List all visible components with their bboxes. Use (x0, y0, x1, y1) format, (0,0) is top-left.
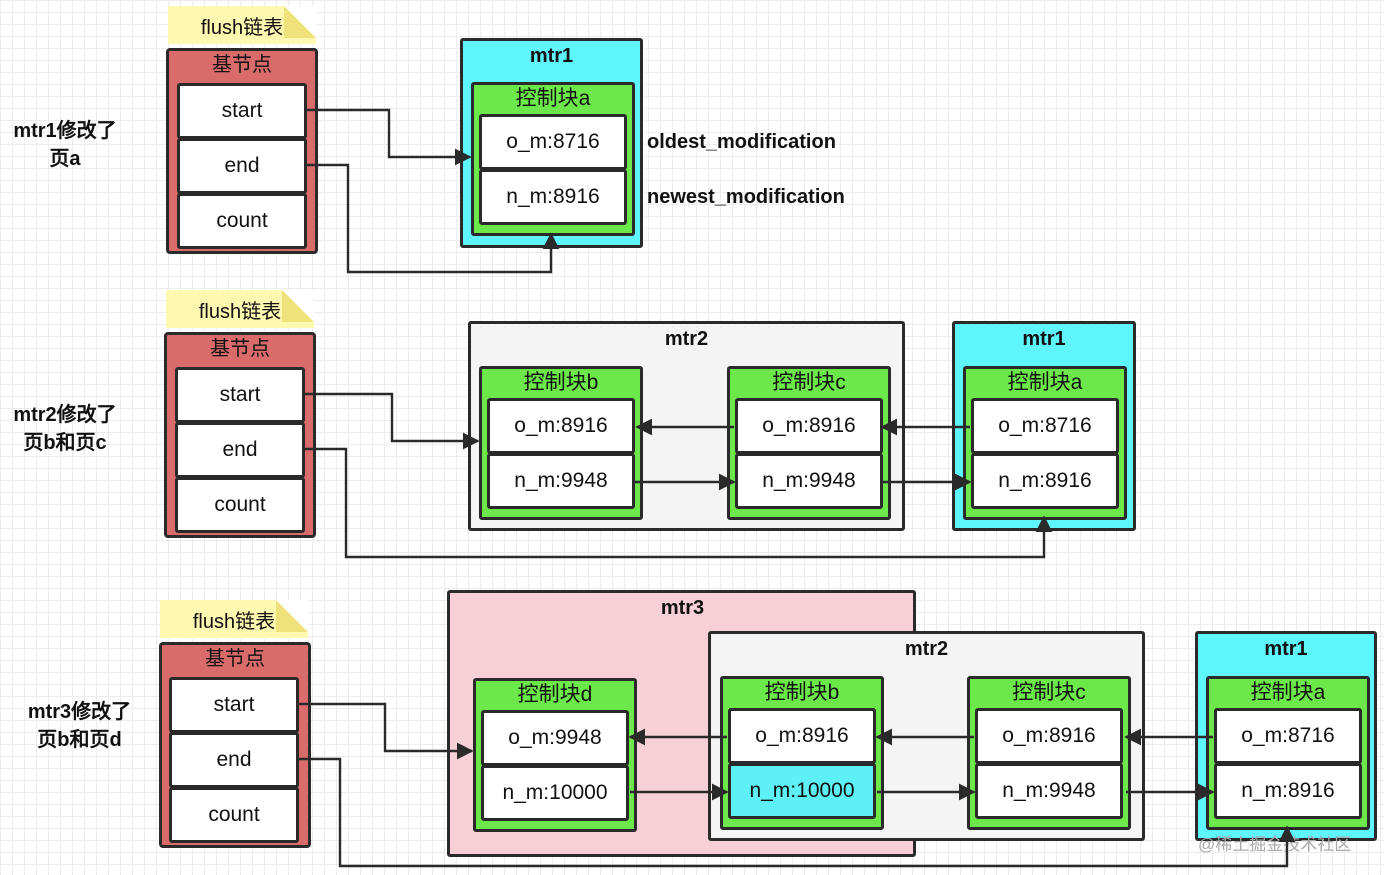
row3-mtr2-title: mtr2 (904, 638, 949, 660)
row2-mtr1-title: mtr1 (1022, 328, 1066, 350)
row3-start-cell: start (169, 677, 299, 733)
row1-label-line2: 页a (49, 148, 81, 170)
watermark: @稀土掘金技术社区 (1198, 835, 1352, 854)
row2-label-line1: mtr2修改了 (13, 404, 117, 426)
row3-block-c: 控制块c o_m:8916 n_m:9948 (967, 676, 1131, 830)
row1-label: mtr1修改了 页a (0, 117, 130, 173)
row3-block-b: 控制块b o_m:8916 n_m:10000 (720, 676, 884, 830)
row3-block-b-oldest: o_m:8916 (728, 708, 876, 764)
row3-block-a-newest: n_m:8916 (1214, 763, 1362, 819)
newest-modification-label: newest_modification (647, 186, 845, 208)
row3-base-node-title: 基节点 (205, 648, 265, 670)
row2-base-node: 基节点 start end count (164, 332, 316, 538)
row3-block-c-oldest: o_m:8916 (975, 708, 1123, 764)
row2-flush-note: flush链表 (166, 290, 314, 328)
row2-flush-note-text: flush链表 (198, 300, 282, 323)
row2-base-node-title: 基节点 (210, 338, 270, 360)
row2-block-b: 控制块b o_m:8916 n_m:9948 (479, 366, 643, 520)
row3-block-a-oldest: o_m:8716 (1214, 708, 1362, 764)
row2-mtr2-group: mtr2 控制块b o_m:8916 n_m:9948 控制块c o_m:891… (468, 321, 905, 531)
row3-block-b-title: 控制块b (764, 681, 840, 704)
row3-base-node: 基节点 start end count (159, 642, 311, 848)
row2-block-a-title: 控制块a (1007, 371, 1083, 394)
row2-label-line2: 页b和页c (23, 432, 107, 454)
row2-block-a-newest: n_m:8916 (971, 453, 1119, 509)
row1-mtr1-group: mtr1 控制块a o_m:8716 n_m:8916 (460, 38, 643, 248)
row1-start-cell: start (177, 83, 307, 139)
row3-block-d: 控制块d o_m:9948 n_m:10000 (473, 678, 637, 832)
row3-block-d-title: 控制块d (517, 683, 593, 706)
row3-block-c-title: 控制块c (1012, 681, 1086, 704)
row3-block-d-oldest: o_m:9948 (481, 710, 629, 766)
row1-end-cell: end (177, 138, 307, 194)
row2-start-cell: start (175, 367, 305, 423)
row3-label-line1: mtr3修改了 (27, 701, 132, 723)
row1-count-cell: count (177, 193, 307, 249)
row2-block-a: 控制块a o_m:8716 n_m:8916 (963, 366, 1127, 520)
row2-block-a-oldest: o_m:8716 (971, 398, 1119, 454)
row1-start-arrow (307, 108, 472, 166)
row3-mtr1-title: mtr1 (1264, 638, 1308, 660)
row1-flush-note-text: flush链表 (200, 16, 284, 39)
row3-label-line2: 页b和页d (37, 729, 122, 751)
row1-base-node: 基节点 start end count (166, 48, 318, 254)
oldest-modification-label: oldest_modification (647, 131, 836, 153)
row3-mtr1-group: mtr1 控制块a o_m:8716 n_m:8916 (1195, 631, 1377, 841)
row2-end-cell: end (175, 422, 305, 478)
row2-block-b-oldest: o_m:8916 (487, 398, 635, 454)
row1-block-a-newest: n_m:8916 (479, 169, 627, 225)
row1-block-a-oldest: o_m:8716 (479, 114, 627, 170)
row2-start-arrow (305, 392, 480, 450)
row3-count-cell: count (169, 787, 299, 843)
row3-mtr3-title: mtr3 (660, 597, 705, 619)
row3-end-cell: end (169, 732, 299, 788)
row2-mtr2-title: mtr2 (664, 328, 709, 350)
row1-flush-note: flush链表 (168, 6, 316, 44)
row2-block-c: 控制块c o_m:8916 n_m:9948 (727, 366, 891, 520)
row1-label-line1: mtr1修改了 (13, 120, 117, 142)
row3-block-d-newest: n_m:10000 (481, 765, 629, 821)
row1-base-node-title: 基节点 (212, 54, 272, 76)
note-fold-icon (284, 6, 316, 38)
row2-count-cell: count (175, 477, 305, 533)
row3-flush-note-text: flush链表 (192, 610, 276, 633)
row2-block-c-newest: n_m:9948 (735, 453, 883, 509)
row3-block-a: 控制块a o_m:8716 n_m:8916 (1206, 676, 1370, 830)
row3-block-c-newest: n_m:9948 (975, 763, 1123, 819)
row2-block-c-oldest: o_m:8916 (735, 398, 883, 454)
row2-label: mtr2修改了 页b和页c (0, 401, 130, 457)
row2-block-c-title: 控制块c (772, 371, 846, 394)
row3-block-a-title: 控制块a (1250, 681, 1326, 704)
row2-mtr1-group: mtr1 控制块a o_m:8716 n_m:8916 (952, 321, 1136, 531)
row1-block-a: 控制块a o_m:8716 n_m:8916 (471, 82, 635, 236)
row1-block-a-title: 控制块a (515, 87, 591, 110)
row3-label: mtr3修改了 页b和页d (12, 698, 147, 754)
row3-mtr2-group: mtr2 控制块b o_m:8916 n_m:10000 控制块c o_m:89… (708, 631, 1145, 841)
row3-flush-note: flush链表 (160, 600, 308, 638)
row3-block-b-newest: n_m:10000 (728, 763, 876, 819)
row2-block-b-newest: n_m:9948 (487, 453, 635, 509)
row1-mtr1-title: mtr1 (529, 45, 574, 67)
note-fold-icon (282, 290, 314, 322)
row2-block-b-title: 控制块b (523, 371, 599, 394)
note-fold-icon (276, 600, 308, 632)
